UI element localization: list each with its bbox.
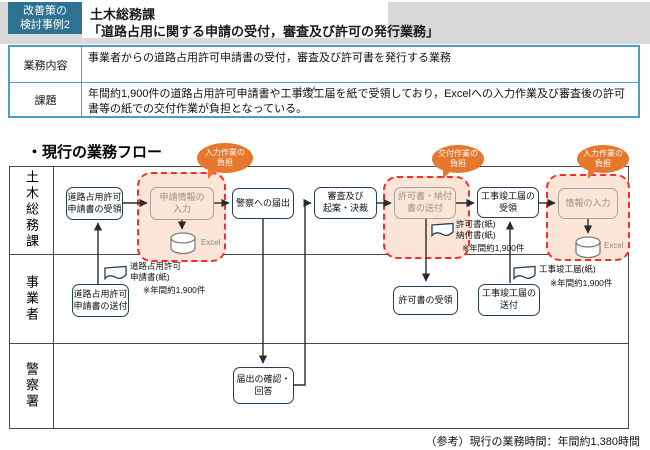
excel-database-icon-2 xyxy=(575,236,601,259)
node-input-application: 申請情報の 入力 xyxy=(150,187,214,220)
header-department: 土木総務課 xyxy=(90,7,156,22)
furigana: しゅん xyxy=(298,86,318,93)
excel-database-icon-1 xyxy=(170,232,196,255)
excel-label-2: Excel xyxy=(604,241,624,250)
document-note-completion: ※年間約1,900件 xyxy=(550,278,613,288)
header-title-panel xyxy=(82,0,388,38)
info-table: 業務内容 事業者からの道路占用許可申請書の受付，審査及び許可書を発行する業務 課… xyxy=(8,45,640,118)
node-send-application: 道路占用許可 申請書の送付 xyxy=(72,284,129,317)
node-input-info: 情報の入力 xyxy=(558,188,618,219)
node-receive-completion: 工事竣工届の 受領 xyxy=(477,187,539,218)
info-row-label-business: 業務内容 xyxy=(10,47,82,82)
info-row-value-issue: 年間約1,900件の道路占用許可申請書や工事しゅん竣工届を紙で受領しており，Ex… xyxy=(82,82,638,116)
document-note-application: ※年間約1,900件 xyxy=(143,285,206,295)
case-label: 改善策の 検討事例2 xyxy=(19,4,71,31)
swimlane-frame xyxy=(9,166,629,429)
footer-reference-note: （参考）現行の業務時間：年間約1,380時間 xyxy=(425,436,640,448)
balloon-input-burden-2: 入力作業の 負担 xyxy=(577,145,629,179)
document-icon-permit xyxy=(431,222,454,238)
info-row-value-business: 事業者からの道路占用許可申請書の受付，審査及び許可書を発行する業務 xyxy=(88,52,451,64)
flow-section-title: ・現行の業務フロー xyxy=(27,144,163,161)
lane-label-civil-division: 土木総務課 xyxy=(24,170,39,250)
node-review-draft: 審査及び 起案・決裁 xyxy=(314,187,377,219)
node-confirm-reply: 届出の確認・ 回答 xyxy=(233,367,294,404)
header-title: 「道路占用に関する申請の受付，審査及び許可の発行業務」 xyxy=(88,24,440,39)
lane-label-divider xyxy=(53,166,54,429)
document-label-completion: 工事竣工届(紙) xyxy=(539,264,596,274)
document-note-permit: ※年間約1,900件 xyxy=(462,243,525,253)
case-label-box: 改善策の 検討事例2 xyxy=(8,2,82,34)
document-label-application: 道路占用許可 申請書(紙) xyxy=(130,261,182,282)
excel-label-1: Excel xyxy=(201,238,221,247)
document-icon-application xyxy=(104,265,127,281)
balloon-input-burden-1: 入力作業の 負担 xyxy=(197,143,253,179)
node-send-completion: 工事竣工届の 送付 xyxy=(478,284,540,316)
lane-label-police: 警察署 xyxy=(24,362,39,410)
issue-text-pre: 年間約1,900件の道路占用許可申請書や工事 xyxy=(88,88,303,100)
lane-divider-2 xyxy=(9,343,629,344)
info-row-label-issue: 課題 xyxy=(10,82,82,116)
lane-divider-1 xyxy=(9,254,629,255)
lane-label-operator: 事業者 xyxy=(24,274,39,323)
document-label-permit: 許可書(紙) 納付書(紙) xyxy=(456,219,496,240)
node-send-permit: 許可書・納付 書の送付 xyxy=(394,187,456,219)
issue-text-ruby-base: 竣 xyxy=(302,88,314,100)
balloon-delivery-burden: 交付作業の 負担 xyxy=(432,145,484,179)
document-icon-completion xyxy=(513,265,536,281)
node-receive-application: 道路占用許可 申請書の受領 xyxy=(66,187,123,220)
issue-text-post: 工届を紙で受領しており，Excelへの入力作業及び審査後の許可書等の紙での交付作… xyxy=(88,88,625,115)
node-notify-police: 警察への届出 xyxy=(232,188,294,219)
node-receive-permit: 許可書の受領 xyxy=(393,286,458,315)
furigana-wrap: しゅん竣 xyxy=(298,86,318,100)
